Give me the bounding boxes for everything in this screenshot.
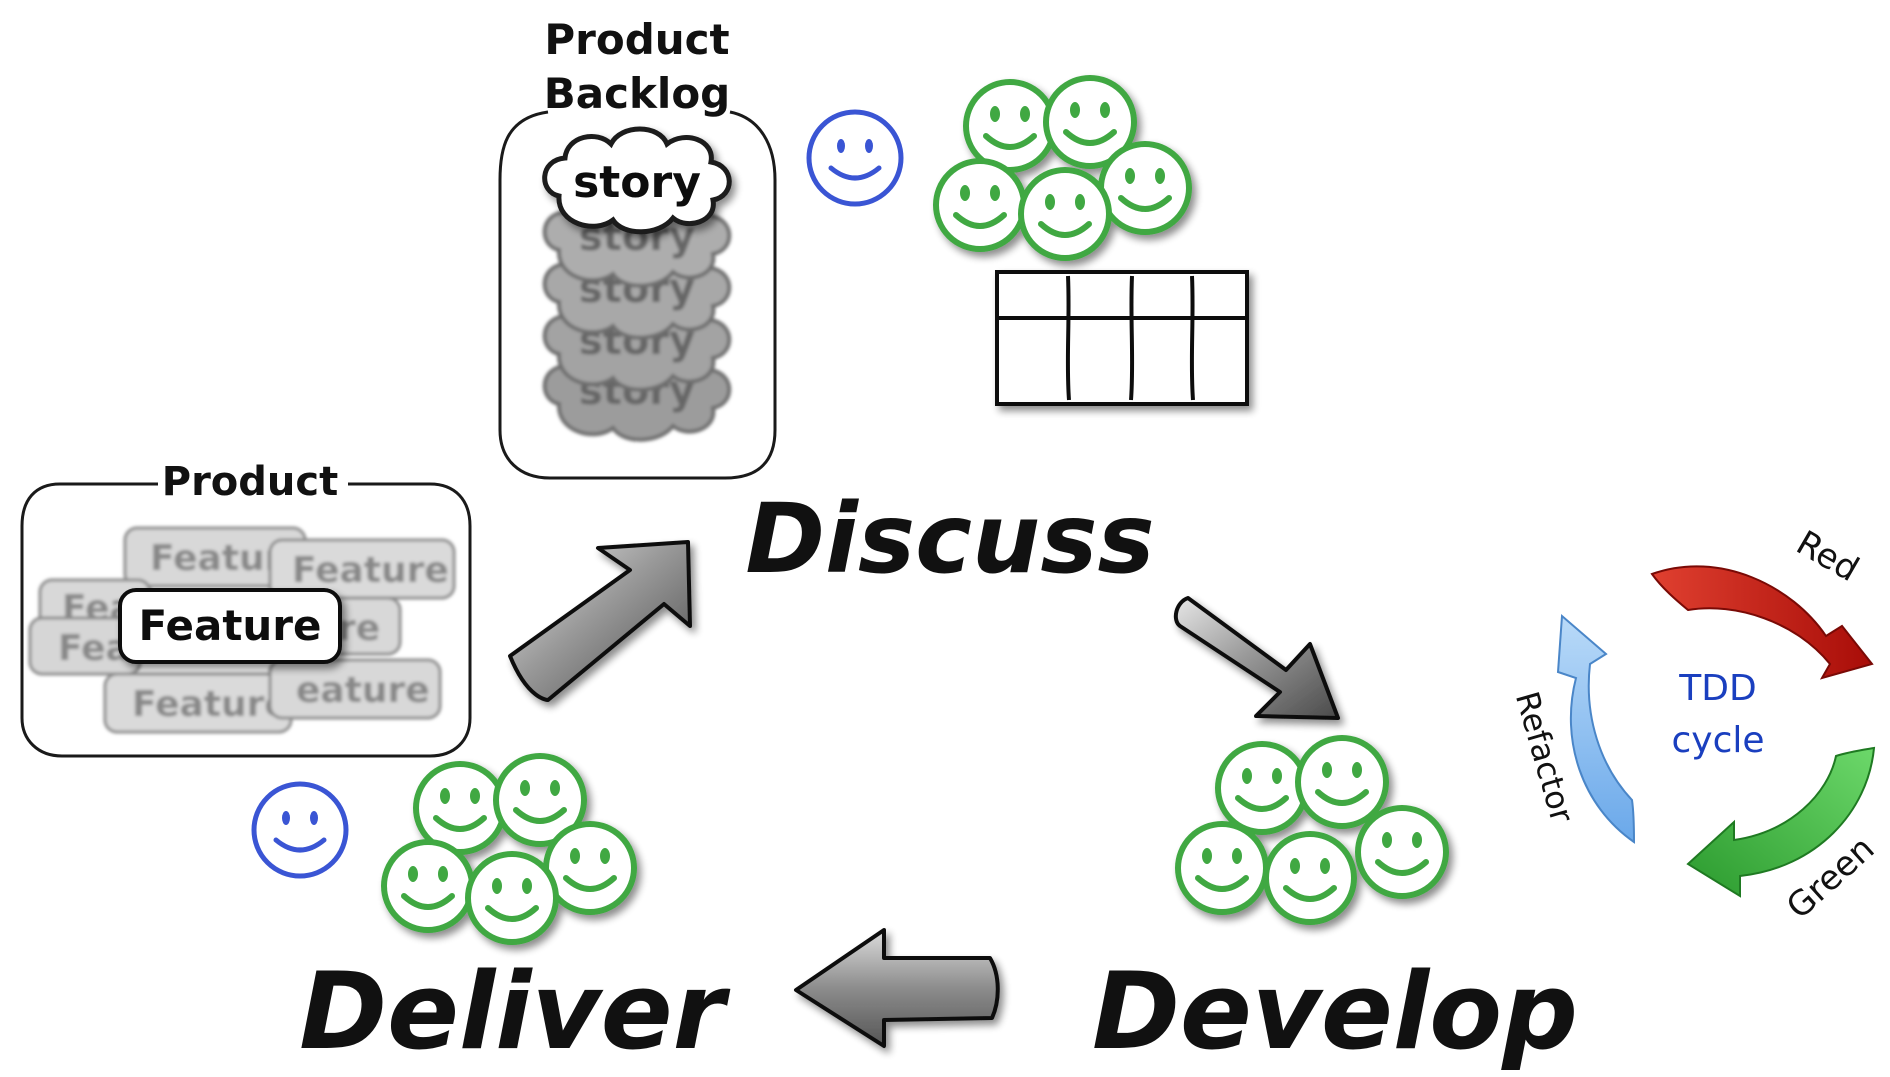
team-smiley-icon [546,824,634,912]
feature-label: eature [296,670,430,711]
team-smiley-icon [384,842,472,930]
team-smiley-icon [1178,824,1266,912]
feature-label-focus: Feature [139,601,322,650]
team-smiley-icon [1021,170,1109,258]
feature-card-focus: Feature [118,588,342,664]
feature-label: Fea [58,628,130,669]
tdd-center-line2: cycle [1671,720,1764,761]
team-smiley-icon [1101,144,1189,232]
tdd-cycle-arrow-icon [1650,565,1874,680]
tdd-label-red: Red [1790,523,1866,590]
task-board-icon [995,270,1249,406]
team-deliver [384,756,634,942]
team-smiley-icon [1266,834,1354,922]
process-arrow-icon [1173,596,1340,720]
feature-label: Featur [150,538,283,579]
feature-label: Feature [292,550,449,591]
team-smiley-icon [966,82,1054,170]
product: Product Featur Feature Fea re Fea Featur… [20,459,472,758]
tdd-center-line1: TDD [1678,668,1756,709]
team-smiley-icon [416,764,504,852]
backlog-container [498,110,777,480]
tdd-cycle-arrow-icon [1686,746,1876,898]
team-smiley-icon [936,161,1024,249]
phase-develop: Develop [1092,950,1578,1073]
feature-label: Feature [132,684,289,725]
team-develop [1178,738,1446,922]
product-backlog: Product Backlog story story story story [498,15,777,480]
phase-discuss: Discuss [745,483,1154,595]
tdd-cycle-arrow-icon [1556,613,1636,844]
team-smiley-icon [468,854,556,942]
customer-smiley-icon [251,781,349,879]
process-arrow-icon [794,928,1000,1048]
team-smiley-icon [1298,738,1386,826]
backlog-title-line1: Product [544,15,729,64]
story-card-top: story [545,129,730,232]
story-label-top: story [573,157,701,208]
tdd-cycle: TDD cycle Red Green Refactor [1508,523,1882,927]
feature-label: re [338,608,380,649]
product-title: Product [162,459,338,505]
process-arrow-icon [508,540,692,702]
product-container [20,482,472,758]
background-features: Featur Feature Fea re Fea Feature eature [28,526,456,734]
phase-deliver: Deliver [299,950,731,1073]
backlog-title-line2: Backlog [544,69,731,118]
team-smiley-icon [1218,744,1306,832]
customer-smiley-icon [806,109,904,207]
team-top [936,78,1189,258]
team-smiley-icon [1358,808,1446,896]
